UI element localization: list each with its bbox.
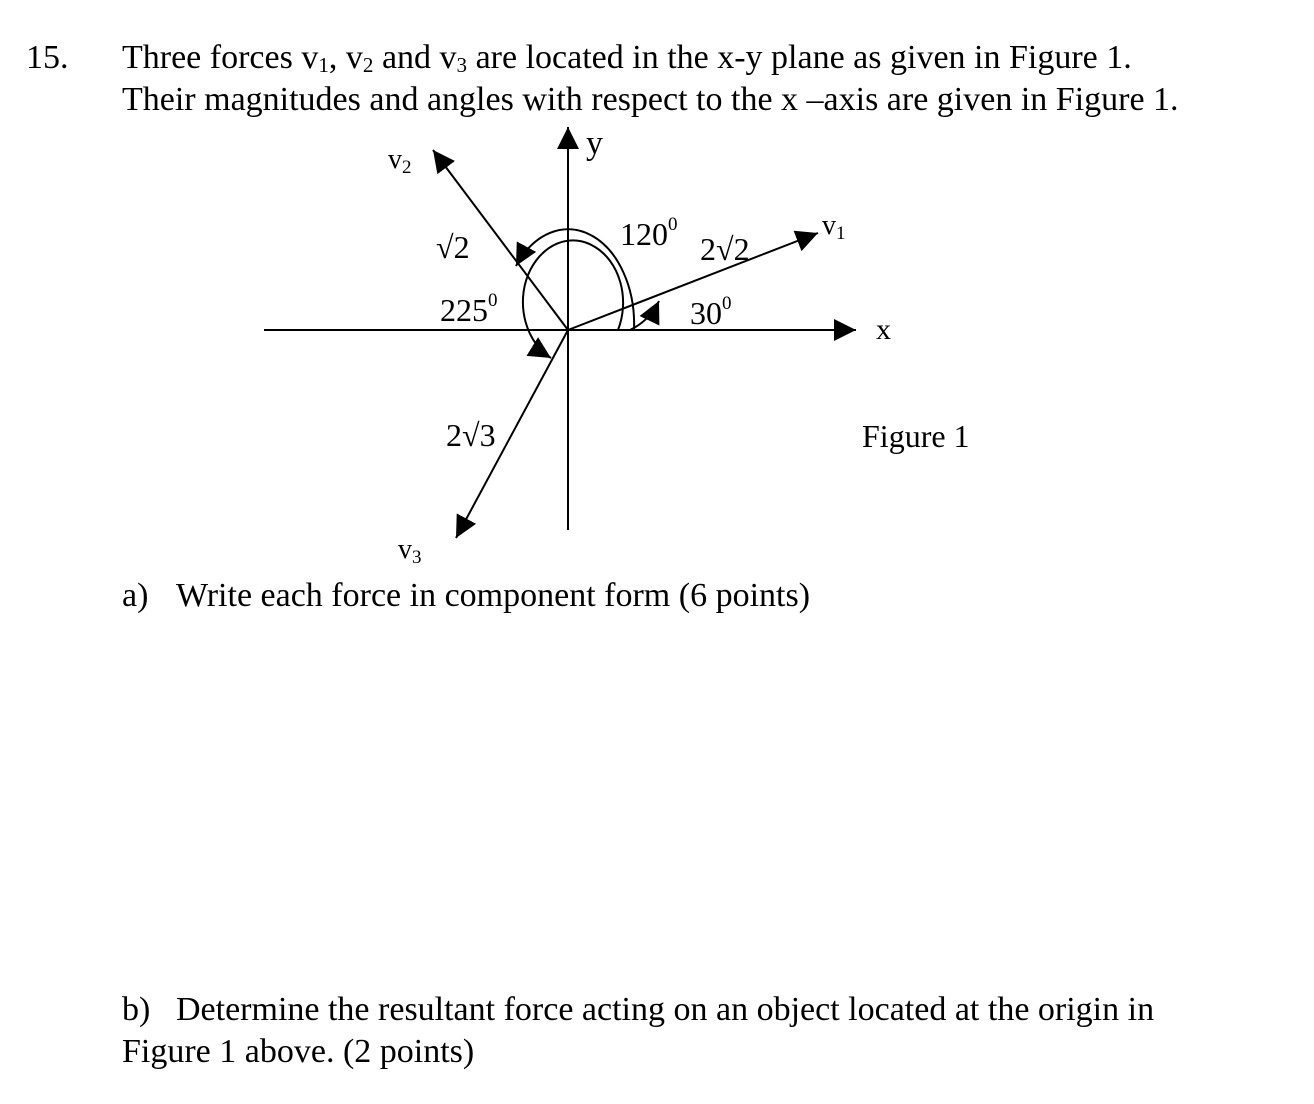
- magnitude-v2: √2: [436, 229, 470, 265]
- subscript-1: 1: [318, 52, 329, 77]
- part-a-text: Write each force in component form (6 po…: [176, 577, 811, 614]
- angle-label-30: 300: [690, 293, 732, 331]
- figure-caption: Figure 1: [862, 418, 970, 454]
- part-b-line-2: Figure 1 above. (2 points): [122, 1033, 475, 1070]
- line1-text-b: , v: [328, 39, 363, 76]
- problem-number: 15.: [26, 39, 69, 76]
- line1-text-c: and v: [373, 39, 457, 76]
- vector-v1: [567, 230, 819, 331]
- label-v2: v2: [388, 144, 412, 178]
- magnitude-v3: 2√3: [446, 417, 496, 453]
- label-v3: v3: [398, 534, 422, 568]
- line1-text-a: Three forces v: [122, 39, 319, 76]
- angle-arc-30: [629, 300, 660, 331]
- problem-line-1: Three forces v1, v2 and v3 are located i…: [122, 38, 1132, 78]
- line1-text-d: are located in the x-y plane as given in…: [467, 39, 1132, 76]
- part-b-line-1: Determine the resultant force acting on …: [176, 991, 1155, 1028]
- subscript-2: 2: [362, 52, 374, 77]
- part-a-label: a): [122, 577, 149, 614]
- part-b-label: b): [122, 991, 151, 1028]
- angle-arc-225: [522, 239, 625, 359]
- problem-line-2: Their magnitudes and angles with respect…: [122, 81, 1179, 118]
- x-axis-label: x: [876, 313, 891, 346]
- angle-label-120: 1200: [620, 214, 678, 252]
- angle-label-225: 2250: [440, 290, 498, 328]
- vector-v3: [455, 329, 569, 539]
- magnitude-v1: 2√2: [700, 231, 750, 267]
- y-axis-label: y: [586, 125, 603, 162]
- label-v1: v1: [822, 210, 846, 244]
- vector-v2: [432, 149, 569, 331]
- angle-arc-120: [515, 228, 636, 331]
- subscript-3: 3: [456, 52, 468, 77]
